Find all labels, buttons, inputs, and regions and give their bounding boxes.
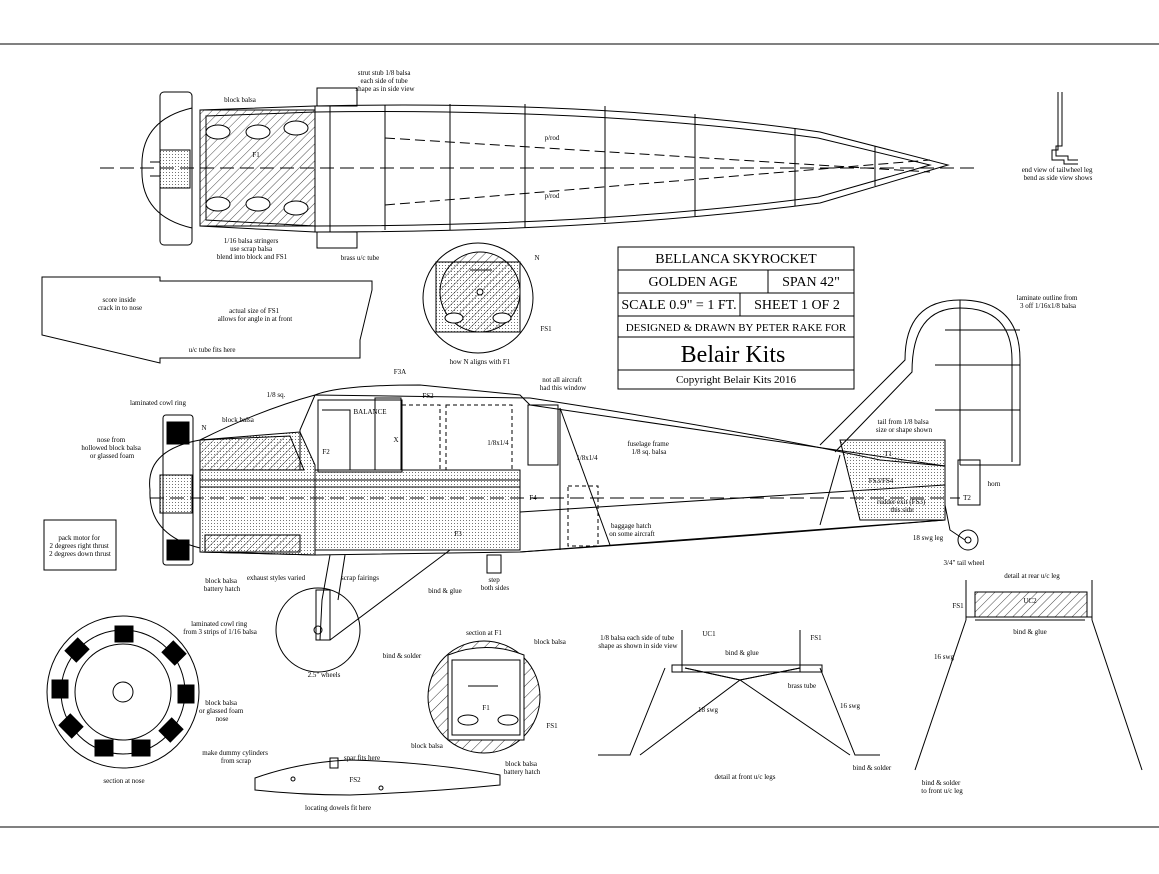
label-block-balsa-top: block balsa <box>224 96 257 104</box>
fs1-part <box>41 276 373 364</box>
label-tailwheel-leg: end view of tailwheel leg bend as side v… <box>1022 166 1095 182</box>
label-f1-sec: F1 <box>482 704 490 712</box>
label-section-f1: section at F1 <box>466 629 502 637</box>
label-n-circle: N <box>534 254 539 262</box>
label-tail-wheel: 3/4" tail wheel <box>944 559 985 567</box>
label-baggage: baggage hatch on some aircraft <box>609 522 655 538</box>
label-fs1-actual: actual size of FS1 allows for angle in a… <box>218 307 293 323</box>
label-16swg-rear: 16 swg <box>934 653 955 661</box>
label-scrap-fairings: scrap fairings <box>341 574 379 582</box>
label-fs1-front: FS1 <box>810 634 822 642</box>
label-eighth-quarter-1: 1/8x1/4 <box>487 439 509 447</box>
label-score-inside: score inside crack in to nose <box>98 296 142 312</box>
label-prod-2: p/rod <box>545 192 560 200</box>
model-name: BELLANCA SKYROCKET <box>655 252 817 267</box>
label-bind-solder-wheel: bind & solder <box>383 652 422 660</box>
model-class: GOLDEN AGE <box>648 275 737 290</box>
label-detail-rear: detail at rear u/c leg <box>1004 572 1060 580</box>
model-scale: SCALE 0.9" = 1 FT. <box>621 298 736 313</box>
side-view <box>43 299 1021 673</box>
label-brass-tube: brass u/c tube <box>341 254 380 262</box>
copyright: Copyright Belair Kits 2016 <box>676 374 797 386</box>
top-view <box>100 87 980 249</box>
title-block <box>617 246 855 390</box>
label-f4: F4 <box>529 494 537 502</box>
label-uc-tube-fits: u/c tube fits here <box>189 346 236 354</box>
label-n-side: N <box>201 424 206 432</box>
label-block-battery: block balsa battery hatch <box>204 577 241 593</box>
label-dowels: locating dowels fit here <box>305 804 371 812</box>
label-x-mark: X <box>393 436 398 444</box>
label-uc2-rear: UC2 <box>1023 597 1037 605</box>
label-horn: horn <box>988 480 1001 488</box>
label-t1: T1 <box>884 450 892 458</box>
label-18swg-leg: 18 swg leg <box>913 534 944 542</box>
label-strut-stub: strut stub 1/8 balsa each side of tube s… <box>355 69 415 93</box>
label-n-aligns: how N aligns with F1 <box>450 358 511 366</box>
label-section-nose: section at nose <box>103 777 144 785</box>
label-balance: BALANCE <box>353 408 386 416</box>
label-brass-tube-front: brass tube <box>788 682 816 690</box>
model-span: SPAN 42" <box>782 275 840 290</box>
label-block-battery-f1: block balsa battery hatch <box>504 760 541 776</box>
company-name: Belair Kits <box>681 342 786 368</box>
label-f3a: F3A <box>394 368 406 376</box>
label-uc1-front: UC1 <box>702 630 716 638</box>
label-eighth-quarter-2: 1/8x1/4 <box>576 454 598 462</box>
sheet-number: SHEET 1 OF 2 <box>754 298 840 313</box>
label-fs3-fs4: FS3/FS4 <box>869 477 894 485</box>
label-block-balsa-f1-low: block balsa <box>411 742 444 750</box>
label-bind-glue-rear: bind & glue <box>1013 628 1046 636</box>
label-16swg-front: 16 swg <box>840 702 861 710</box>
label-step: step both sides <box>481 576 509 592</box>
label-bind-solder-front: bind & solder <box>853 764 892 772</box>
label-fuselage-frame: fuselage frame 1/8 sq. balsa <box>627 440 670 456</box>
fs2-part <box>254 757 501 796</box>
label-18swg-front: 18 swg <box>698 706 719 714</box>
label-prod-1: p/rod <box>545 134 560 142</box>
label-f2: F2 <box>322 448 330 456</box>
label-dummy-cyl: make dummy cylinders from scrap <box>202 749 269 765</box>
label-fs1-circle: FS1 <box>540 325 552 333</box>
label-bind-glue-side: bind & glue <box>428 587 461 595</box>
label-block-balsa-side: block balsa <box>222 416 255 424</box>
rear-uc-detail <box>914 580 1143 771</box>
label-fs2-side: FS2 <box>422 392 434 400</box>
label-bind-glue-front: bind & glue <box>725 649 758 657</box>
label-stringers: 1/16 balsa stringers use scrap balsa ble… <box>217 237 288 261</box>
front-uc-detail <box>598 630 880 756</box>
label-cowl-ring-note: laminated cowl ring from 3 strips of 1/1… <box>183 620 258 636</box>
label-eighth-balsa-tube: 1/8 balsa each side of tube shape as sho… <box>598 634 678 650</box>
label-f3: F3 <box>454 530 462 538</box>
label-f1-top: F1 <box>252 151 260 159</box>
n-alignment-circle <box>422 242 534 354</box>
label-rudder-exit: rudder exit (FS3) this side <box>877 498 927 514</box>
designer-credit: DESIGNED & DRAWN BY PETER RAKE FOR <box>626 322 847 334</box>
tailwheel-leg-end-view <box>1051 92 1078 165</box>
label-fs2-part: FS2 <box>349 776 361 784</box>
label-exhaust: exhaust styles varied <box>247 574 306 582</box>
label-block-balsa-f1: block balsa <box>534 638 567 646</box>
label-block-foam-nose: block balsa or glassed foam nose <box>199 699 245 723</box>
label-detail-front: detail at front u/c legs <box>714 773 775 781</box>
label-not-all: not all aircraft had this window <box>540 376 587 392</box>
section-f1 <box>427 640 541 754</box>
label-laminated-cowl: laminated cowl ring <box>130 399 186 407</box>
section-nose <box>46 615 200 769</box>
label-t2: T2 <box>963 494 971 502</box>
label-tail-from: tail from 1/8 balsa size or shape shown <box>876 418 933 434</box>
label-nose-from: nose from hollowed block balsa or glasse… <box>81 436 142 460</box>
label-pack-motor: pack motor for 2 degrees right thrust 2 … <box>49 534 111 558</box>
label-spar-fits: spar fits here <box>344 754 380 762</box>
label-bind-solder-rear: bind & solder to front u/c leg <box>921 779 963 795</box>
label-eighth-sq: 1/8 sq. <box>267 391 286 399</box>
label-wheels: 2.5" wheels <box>308 671 341 679</box>
label-laminate-outline: laminate outline from 3 off 1/16x1/8 bal… <box>1017 294 1079 310</box>
label-fs1-rear: FS1 <box>952 602 964 610</box>
label-fs1-sec: FS1 <box>546 722 558 730</box>
